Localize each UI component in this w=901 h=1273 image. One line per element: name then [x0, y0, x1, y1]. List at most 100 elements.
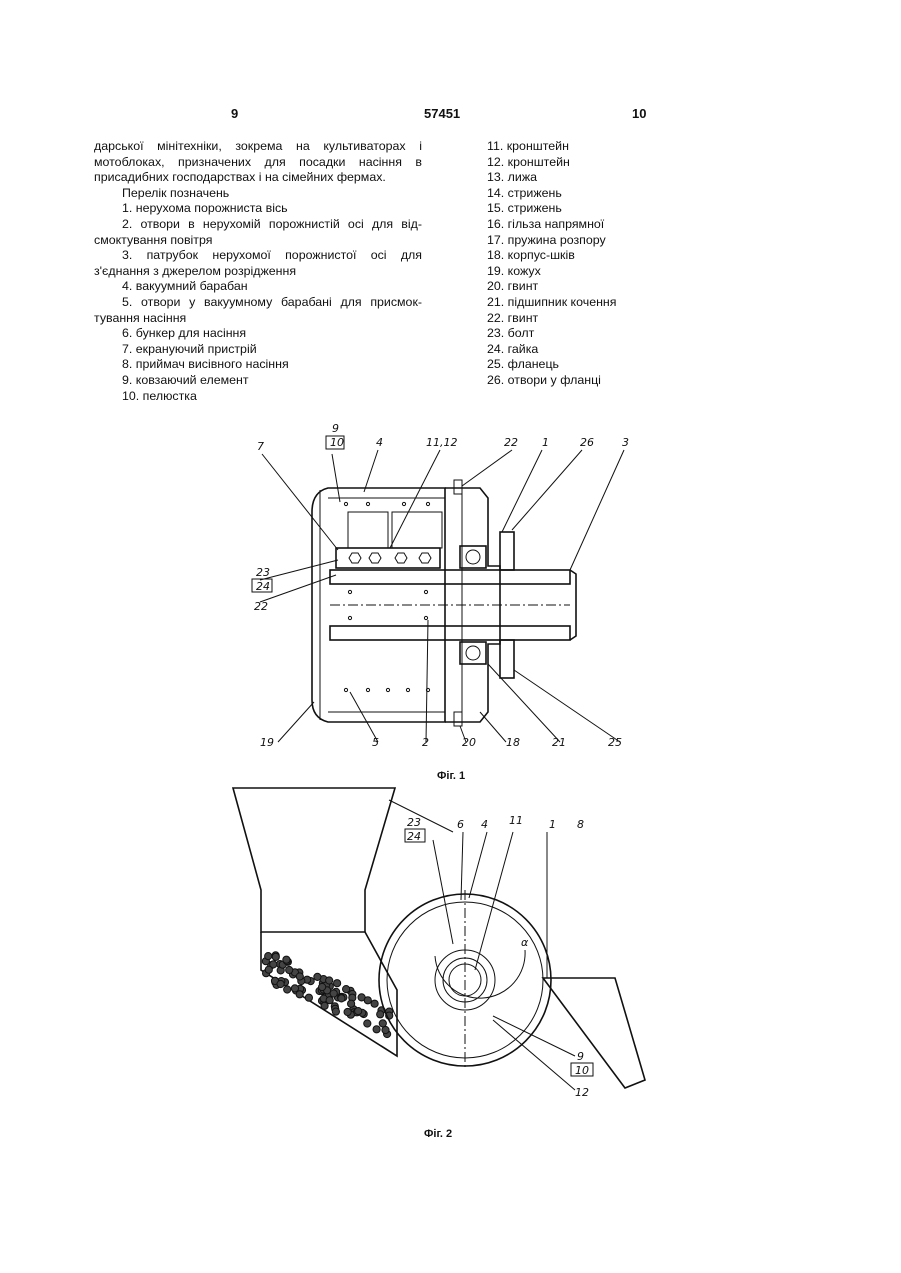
flange-top	[500, 532, 514, 570]
bearing-top	[460, 546, 486, 568]
label-4: 4	[376, 436, 383, 449]
seed	[330, 990, 337, 997]
bearing-ball	[466, 550, 480, 564]
seed	[277, 980, 284, 987]
label-10: 10	[330, 436, 344, 449]
label-1: 1	[549, 818, 556, 831]
seed-receiver	[543, 978, 645, 1088]
figure-2-drawing: 23 24 6 4 11 1 8 α 9 10 12	[225, 780, 675, 1120]
list-item: 5. отвори у вакуумному барабані для прис…	[94, 295, 422, 326]
screw-top	[454, 480, 462, 494]
seed	[305, 994, 312, 1001]
list-item: 4. вакуумний барабан	[94, 279, 422, 295]
right-text-column: 11. кронштейн 12. кронштейн 13. лижа 14.…	[487, 139, 687, 389]
seed	[377, 1011, 384, 1018]
figure-2-caption: Фіг. 2	[424, 1128, 452, 1140]
list-item: 20. гвинт	[487, 279, 687, 295]
leader-lines	[389, 800, 575, 1090]
hollow-axle-wall-bottom	[330, 626, 570, 640]
seed	[371, 1000, 378, 1007]
axle-hole	[424, 616, 427, 619]
leader-lines	[260, 450, 624, 742]
seed	[373, 1026, 380, 1033]
axle-end	[570, 570, 576, 640]
bolt-head	[419, 553, 431, 563]
label-26: 26	[580, 436, 594, 449]
label-10: 10	[575, 1064, 589, 1077]
drum-hole	[406, 688, 409, 691]
list-heading: Перелік позначень	[94, 186, 422, 202]
page-number-left: 9	[231, 106, 238, 121]
drum-hole	[402, 502, 405, 505]
bracket-bar	[336, 548, 440, 568]
list-item: 13. лижа	[487, 170, 687, 186]
bolt-head	[369, 553, 381, 563]
label-24: 24	[256, 580, 270, 593]
drum-hole	[426, 502, 429, 505]
seed	[265, 966, 272, 973]
seed	[364, 1020, 371, 1027]
list-item: 24. гайка	[487, 342, 687, 358]
label-19: 19	[260, 736, 274, 749]
label-22-top: 22	[504, 436, 518, 449]
figure-1-drawing: 7 9 10 4 11,12 22 1 26 3 23 24 22 19 5 2…	[240, 420, 660, 760]
seed	[286, 966, 293, 973]
drum-holes	[344, 502, 429, 691]
list-item: 25. фланець	[487, 357, 687, 373]
label-11: 11	[509, 814, 523, 827]
pulley-housing	[445, 488, 500, 722]
drum-hole	[366, 502, 369, 505]
seed	[326, 997, 333, 1004]
label-18: 18	[506, 736, 520, 749]
label-alpha: α	[521, 936, 529, 949]
list-item: 6. бункер для насіння	[94, 326, 422, 342]
list-item: 14. стрижень	[487, 186, 687, 202]
seed	[265, 953, 272, 960]
list-item: 23. болт	[487, 326, 687, 342]
label-9: 9	[577, 1050, 584, 1063]
seed	[296, 973, 303, 980]
list-item: 7. екрануючий пристрій	[94, 342, 422, 358]
paragraph-intro: дарської мінітехніки, зокрема на культив…	[94, 139, 422, 186]
seed	[272, 953, 279, 960]
seed	[355, 1008, 362, 1015]
seed-pile	[262, 952, 393, 1038]
hollow-axle-wall-top	[330, 570, 570, 584]
label-9: 9	[332, 422, 339, 435]
seed-hopper	[233, 788, 395, 932]
seed	[319, 983, 326, 990]
label-23: 23	[256, 566, 270, 579]
drum-hole	[386, 688, 389, 691]
list-item: 11. кронштейн	[487, 139, 687, 155]
bolt-head	[349, 553, 361, 563]
label-24: 24	[407, 830, 421, 843]
seed	[283, 956, 290, 963]
bearing-ball	[466, 646, 480, 660]
list-item: 18. корпус-шків	[487, 248, 687, 264]
seed	[348, 1000, 355, 1007]
list-item: 2. отвори в нерухомій порожнистій осі дл…	[94, 217, 422, 248]
patent-number: 57451	[424, 106, 460, 121]
screen-box-left	[348, 512, 388, 548]
label-6: 6	[457, 818, 464, 831]
axle-hole	[424, 590, 427, 593]
list-item: 12. кронштейн	[487, 155, 687, 171]
axle-hole	[348, 590, 351, 593]
label-22-left: 22	[254, 600, 268, 613]
seed	[379, 1020, 386, 1027]
label-12: 12	[575, 1086, 589, 1099]
label-20: 20	[462, 736, 476, 749]
seed	[291, 985, 298, 992]
list-item: 19. кожух	[487, 264, 687, 280]
bearing-bottom	[460, 642, 486, 664]
bolt-row	[349, 553, 431, 563]
label-25: 25	[608, 736, 622, 749]
label-21: 21	[552, 736, 566, 749]
seed	[343, 986, 350, 993]
seed	[334, 980, 341, 987]
left-text-column: дарської мінітехніки, зокрема на культив…	[94, 139, 422, 404]
label-5: 5	[372, 736, 379, 749]
page-number-right: 10	[632, 106, 646, 121]
list-item: 22. гвинт	[487, 311, 687, 327]
seed	[326, 977, 333, 984]
